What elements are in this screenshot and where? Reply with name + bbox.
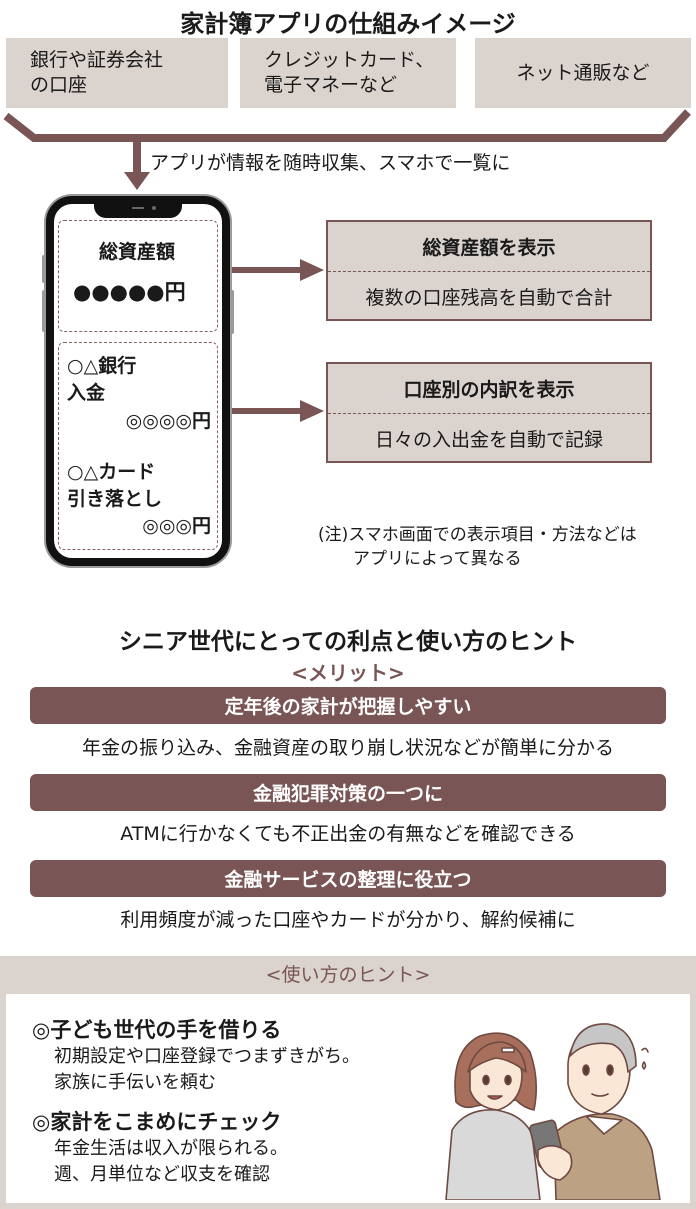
merit-heading: 金融犯罪対策の一つに [30, 774, 666, 811]
arrow-total-head [300, 259, 324, 281]
info-box-heading: 総資産額を表示 [328, 222, 650, 272]
merit-description: 利用頻度が減った口座やカードが分かり、解約候補に [120, 909, 576, 931]
footnote-line: (注)スマホ画面での表示項目・方法などは [318, 525, 637, 545]
total-assets-label: 総資産額 [98, 241, 175, 263]
phone-side-button [230, 290, 234, 334]
source-label: ネット通販など [516, 61, 650, 84]
total-assets-panel: 総資産額 ●●●●●円 [58, 220, 218, 332]
hint-line: 週、月単位など収支を確認 [54, 1164, 270, 1185]
smartphone-illustration: 総資産額 ●●●●●円 ○△銀行 入金 ◎◎◎◎円 ○△カード 引き落とし ◎◎… [46, 196, 230, 566]
bank-amount: ◎◎◎◎円 [125, 410, 211, 432]
phone-side-button [42, 255, 46, 283]
merit-label: <メリット> [291, 661, 405, 685]
info-box-description: 複数の口座残高を自動で合計 [365, 286, 613, 309]
hint-line: 家族に手伝いを頼む [54, 1072, 216, 1093]
info-box-heading: 口座別の内訳を表示 [328, 364, 650, 414]
total-assets-value: ●●●●●円 [73, 280, 186, 304]
source-label: クレジットカード、 [264, 49, 435, 71]
merit-heading: 金融サービスの整理に役立つ [30, 860, 666, 897]
source-box-bank: 銀行や証券会社 の口座 [6, 38, 228, 108]
phone-camera [152, 206, 156, 210]
source-box-ecommerce: ネット通販など [475, 38, 691, 108]
source-box-card: クレジットカード、 電子マネーなど [240, 38, 456, 108]
phone-notch [94, 202, 182, 218]
account-breakdown-panel: ○△銀行 入金 ◎◎◎◎円 ○△カード 引き落とし ◎◎◎円 [58, 342, 218, 550]
section-title: シニア世代にとっての利点と使い方のヒント [118, 629, 578, 655]
arrow-breakdown-head [300, 400, 324, 422]
hints-content: ◎子ども世代の手を借りる 初期設定や口座登録でつまずきがち。 家族に手伝いを頼む… [6, 994, 690, 1203]
hint-body: 年金生活は収入が限られる。 週、月単位など収支を確認 [54, 1136, 288, 1188]
down-arrow-head [124, 172, 150, 190]
info-box-breakdown: 口座別の内訳を表示 日々の入出金を自動で記録 [326, 362, 652, 463]
hint-body: 初期設定や口座登録でつまずきがち。 家族に手伝いを頼む [54, 1044, 360, 1096]
hint-heading: ◎家計をこまめにチェック [32, 1110, 282, 1134]
hint-line: 年金生活は収入が限られる。 [54, 1138, 288, 1159]
bracket-line [3, 109, 691, 142]
hint-heading: ◎子ども世代の手を借りる [32, 1018, 282, 1042]
source-label: の口座 [30, 74, 88, 96]
source-label: 電子マネーなど [264, 74, 398, 96]
phone-side-button [42, 290, 46, 332]
man-body [553, 1113, 661, 1200]
diagram-title: 家計簿アプリの仕組みイメージ [180, 10, 516, 38]
flow-connectors [3, 109, 691, 422]
footnote-line: アプリによって異なる [353, 549, 522, 569]
card-transaction-type: 引き落とし [67, 488, 163, 510]
man-hair [569, 1023, 637, 1073]
card-name: ○△カード [67, 461, 156, 483]
bank-transaction-type: 入金 [67, 382, 106, 404]
merit-heading: 定年後の家計が把握しやすい [30, 687, 666, 724]
hint-line: 初期設定や口座登録でつまずきがち。 [54, 1046, 360, 1067]
phone-speaker [132, 207, 144, 209]
merit-description: 年金の振り込み、金融資産の取り崩し状況などが簡単に分かる [81, 737, 614, 759]
footnote: (注)スマホ画面での表示項目・方法などは アプリによって異なる [318, 523, 637, 571]
hints-title: <使い方のヒント> [265, 964, 431, 986]
card-amount: ◎◎◎円 [142, 515, 211, 537]
people-illustration [445, 1023, 661, 1200]
flow-note: アプリが情報を随時収集、スマホで一覧に [150, 152, 511, 174]
bank-name: ○△銀行 [67, 355, 137, 377]
woman-body [445, 1109, 541, 1200]
source-label: 銀行や証券会社 [30, 49, 164, 71]
info-box-description: 日々の入出金を自動で記録 [374, 428, 603, 451]
info-box-total: 総資産額を表示 複数の口座残高を自動で合計 [326, 220, 652, 321]
merit-description: ATMに行かなくても不正出金の有無などを確認できる [120, 823, 576, 845]
